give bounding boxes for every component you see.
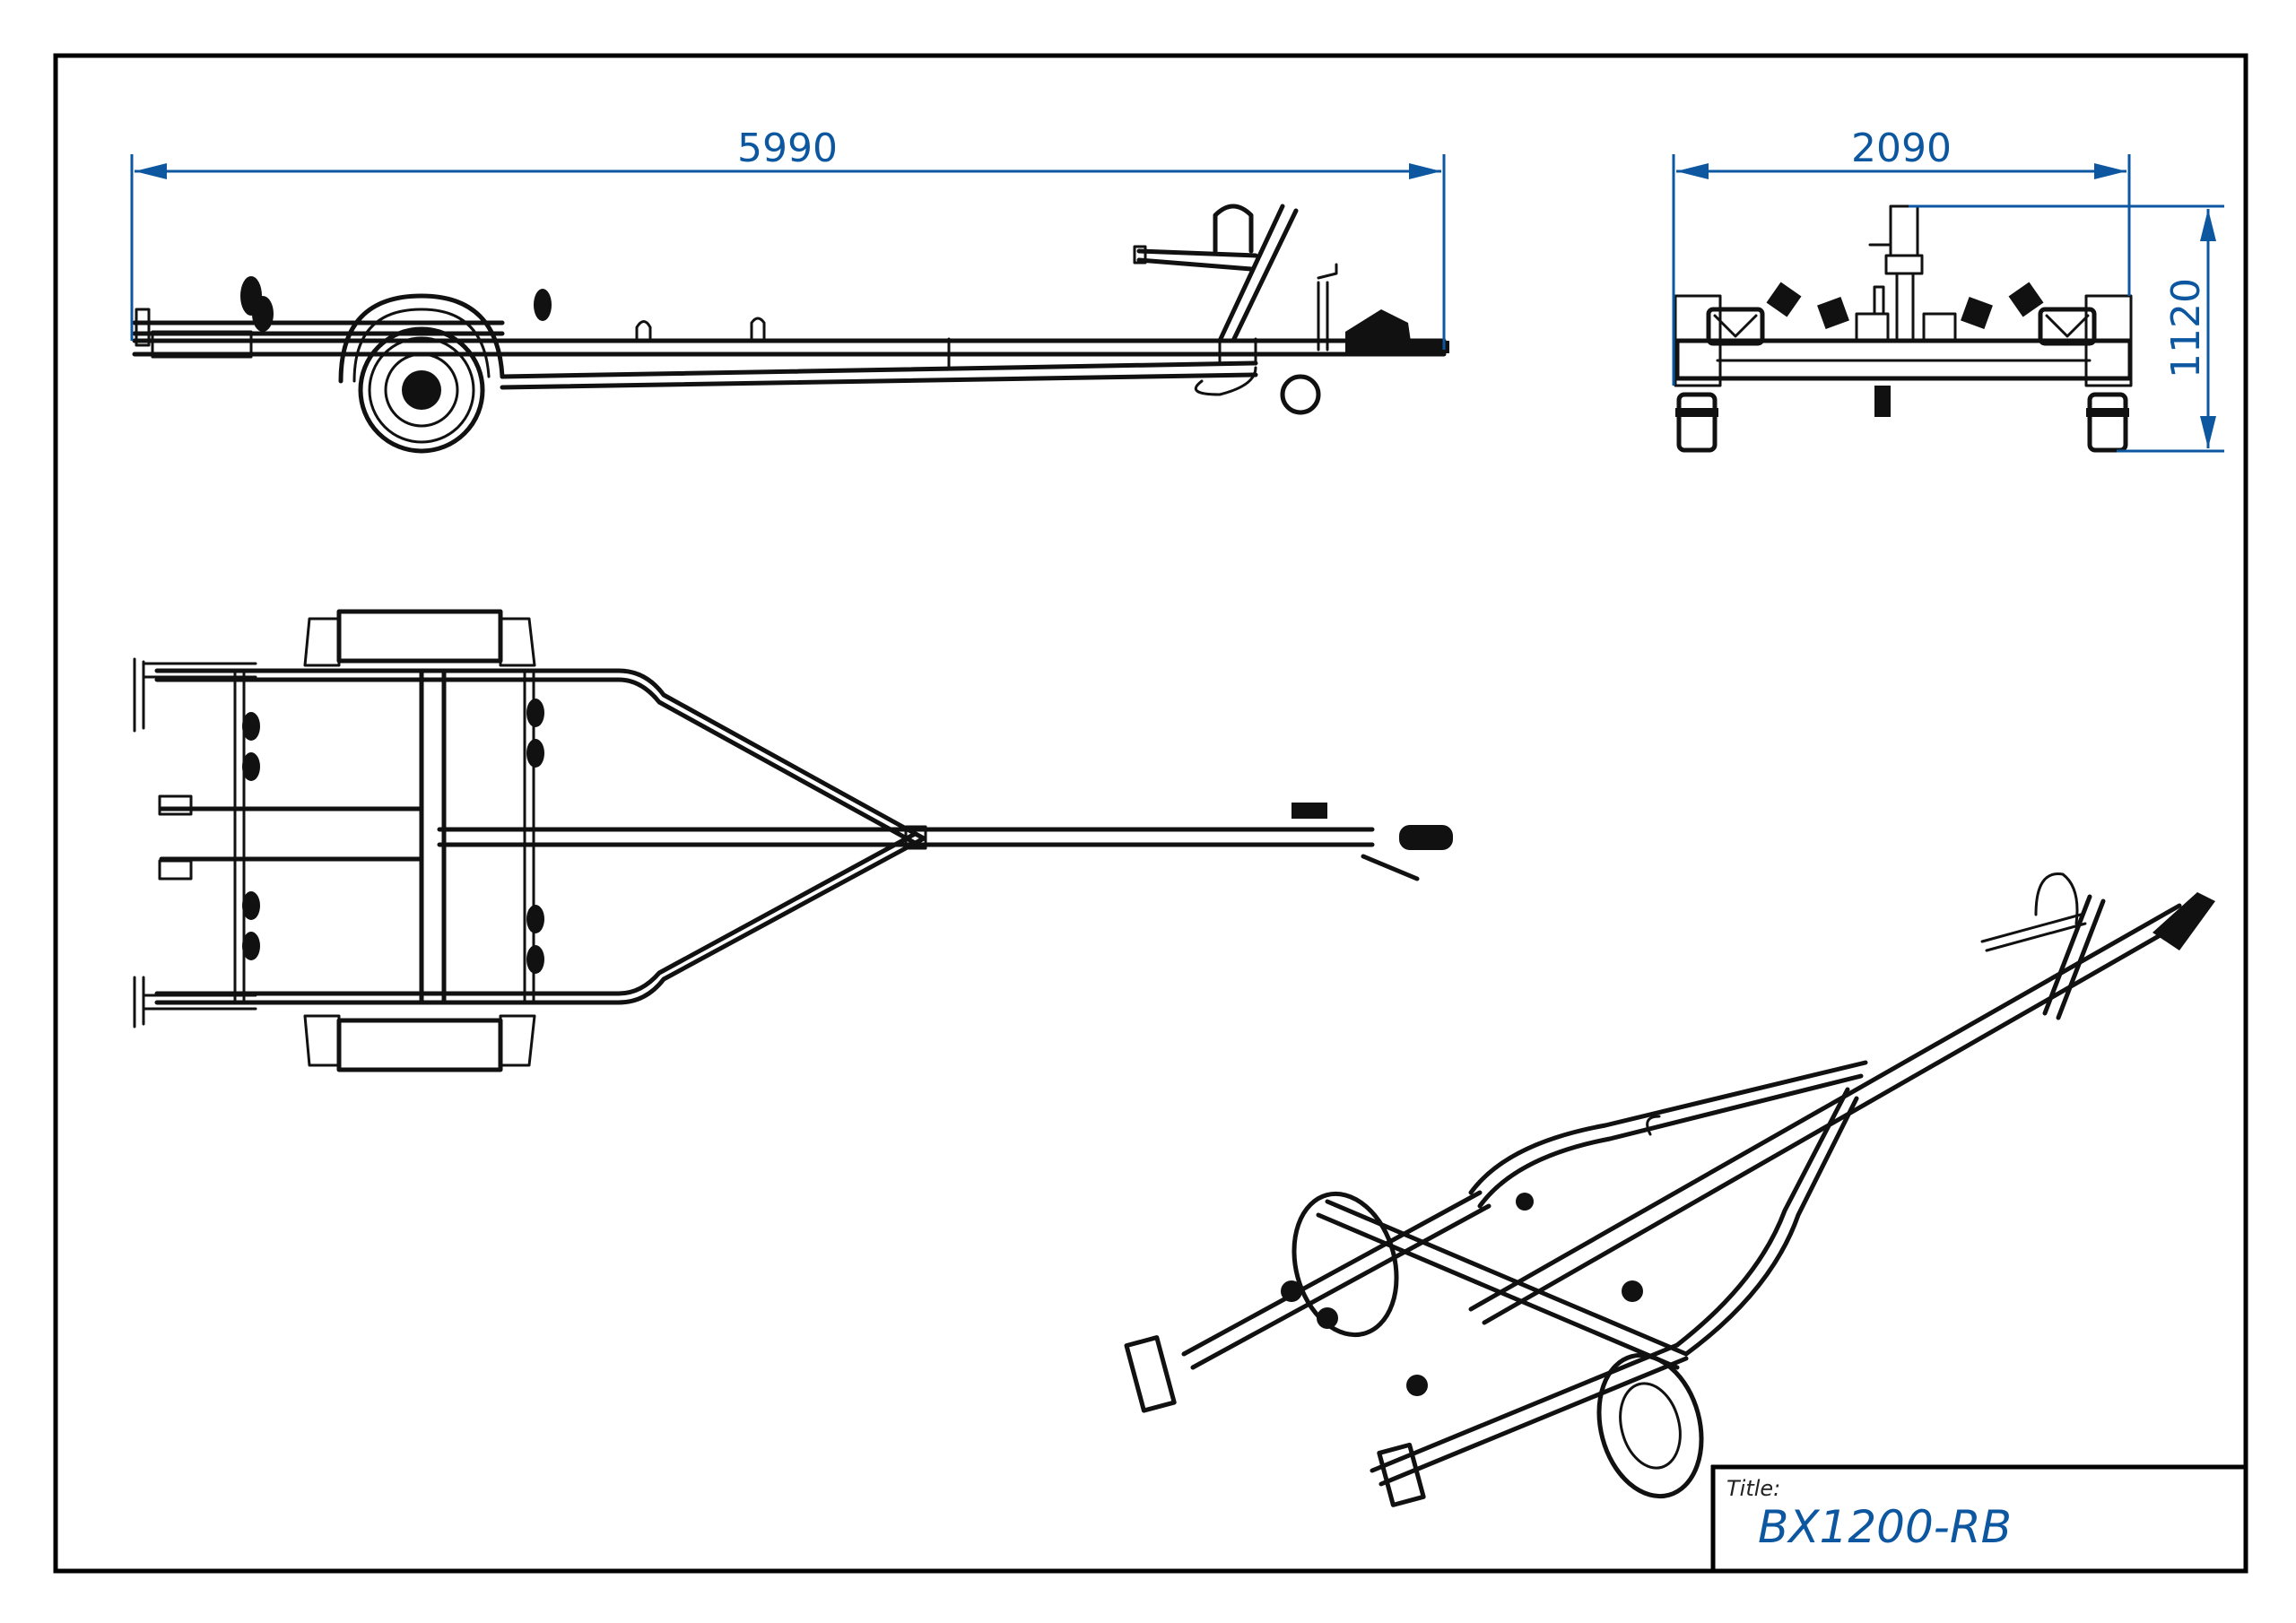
top-rear-light-lower xyxy=(133,976,145,1028)
side-lashing-eye xyxy=(635,320,652,343)
top-crossmember xyxy=(233,669,246,1004)
side-wheel xyxy=(358,326,485,454)
title-value: BX1200-RB xyxy=(1758,1501,2012,1553)
rear-jockey-wheel xyxy=(1874,386,1891,417)
dimension-height-label: 1120 xyxy=(2163,278,2209,378)
title-block: Title: BX1200-RB xyxy=(1710,1464,2246,1571)
side-roller xyxy=(252,296,274,332)
top-mudguard-lower xyxy=(336,1018,503,1072)
dimension-width-label: 2090 xyxy=(1851,126,1952,171)
rear-roller xyxy=(1961,297,1993,329)
arrowhead-up xyxy=(2200,209,2216,241)
arrowhead-right xyxy=(1409,163,1441,179)
iso-frame-upper xyxy=(1468,1060,1868,1195)
dimension-height: 1120 xyxy=(1909,204,2224,453)
sheet-border xyxy=(53,53,2248,1574)
iso-roller xyxy=(1281,1280,1302,1302)
side-coupling xyxy=(1345,309,1413,354)
iso-frame-lower xyxy=(1674,1087,1850,1348)
side-mudguard xyxy=(338,293,505,384)
iso-drawbar xyxy=(1468,903,2191,1325)
isometric-view xyxy=(1124,872,2215,1507)
top-rear-light-upper xyxy=(133,657,145,733)
side-winch-arm xyxy=(1136,248,1258,272)
top-mudguard-upper xyxy=(336,609,503,664)
side-chain xyxy=(1194,366,1257,396)
side-jockey-wheel xyxy=(1280,374,1321,415)
side-rear-light xyxy=(135,308,151,347)
iso-rear-light-left xyxy=(1124,1335,1177,1413)
dimension-length: 5990 xyxy=(130,126,1446,350)
iso-wheel-far xyxy=(1292,1191,1399,1338)
arrowhead-down xyxy=(2200,416,2216,448)
arrowhead-left xyxy=(1676,163,1709,179)
top-view xyxy=(133,609,1453,1072)
rear-light-right xyxy=(2038,307,2097,346)
iso-wheel-near xyxy=(1596,1352,1704,1499)
side-rear-block xyxy=(151,330,253,359)
side-roller xyxy=(534,289,552,321)
dimension-length-label: 5990 xyxy=(737,126,838,171)
rear-post xyxy=(1895,272,1915,343)
arrowhead-right xyxy=(2094,163,2126,179)
dimension-width: 2090 xyxy=(1672,126,2131,386)
side-lower-beam xyxy=(500,360,1258,390)
side-hub xyxy=(402,370,441,410)
iso-winch-post xyxy=(2042,894,2106,1020)
iso-axle xyxy=(1316,1199,1689,1370)
top-drawbar xyxy=(437,827,1142,847)
top-handbrake xyxy=(1361,854,1420,881)
side-winch-post xyxy=(1217,204,1299,343)
rear-tire-right xyxy=(2087,392,2128,453)
rear-roller xyxy=(1817,297,1849,329)
top-keel-rail xyxy=(159,806,424,862)
rear-roller xyxy=(2008,282,2044,317)
arrowhead-left xyxy=(135,163,167,179)
top-coupling xyxy=(1136,827,1375,847)
side-winch-drum xyxy=(1213,204,1254,254)
title-label: Title: xyxy=(1726,1476,1780,1501)
rear-roller xyxy=(1766,282,1802,317)
iso-coupling xyxy=(2152,892,2215,950)
rear-view xyxy=(1674,204,2133,453)
rear-winch xyxy=(1889,204,1919,257)
side-lashing-eye xyxy=(750,317,766,343)
iso-rear-light-right xyxy=(1377,1442,1426,1507)
iso-winch-drum xyxy=(2034,872,2079,925)
side-drawbar xyxy=(132,338,1447,357)
top-roller xyxy=(242,712,260,741)
side-view xyxy=(132,204,1449,454)
top-rail-lower xyxy=(154,836,926,1005)
top-axle xyxy=(419,668,447,1005)
rear-light-left xyxy=(1706,307,1765,346)
side-jockey-post xyxy=(1317,281,1329,352)
iso-rear-cross xyxy=(1181,1190,1492,1370)
top-rail-upper xyxy=(154,668,926,841)
rear-tire-left xyxy=(1676,392,1718,453)
